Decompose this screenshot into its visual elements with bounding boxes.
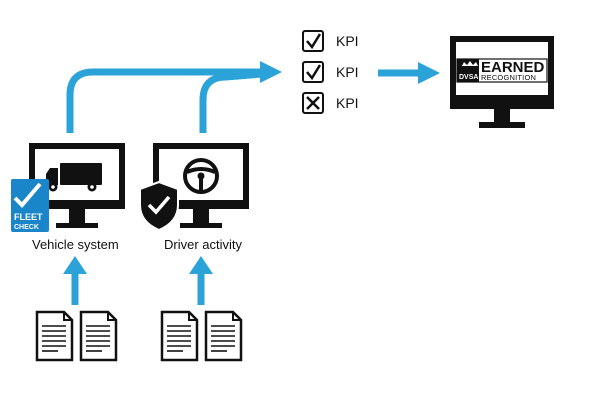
- shield-check-icon: [139, 180, 179, 232]
- earned-recognition-logo: DVSA EARNED RECOGNITION: [456, 58, 548, 83]
- kpi-label: KPI: [336, 95, 359, 111]
- fleet-check-badge: FLEET CHECK: [11, 179, 49, 232]
- document-icon: [204, 310, 243, 362]
- arrowhead-to-earned: [418, 62, 440, 84]
- kpi-label: KPI: [336, 33, 359, 49]
- driver-documents: [160, 310, 243, 362]
- document-icon: [35, 310, 74, 362]
- fleet-text: FLEET: [14, 212, 43, 222]
- flow-arrows: [66, 68, 420, 305]
- check-text: CHECK: [14, 224, 39, 231]
- document-icon: [160, 310, 199, 362]
- driver-activity-caption: Driver activity: [164, 237, 243, 252]
- steering-wheel-icon: [183, 158, 219, 194]
- recognition-text: RECOGNITION: [481, 73, 536, 82]
- dvsa-text: DVSA: [459, 74, 478, 81]
- earned-recognition-monitor: DVSA EARNED RECOGNITION: [450, 36, 554, 128]
- kpi-item-3: KPI: [302, 92, 359, 114]
- arrow-vehicle-to-kpi: [66, 68, 262, 133]
- earned-text: EARNED: [481, 59, 545, 76]
- document-icon: [79, 310, 118, 362]
- kpi-list: KPI KPI KPI: [302, 30, 359, 114]
- kpi-item-1: KPI: [302, 30, 359, 52]
- kpi-label: KPI: [336, 64, 359, 80]
- vehicle-system-caption: Vehicle system: [32, 237, 119, 252]
- kpi-item-2: KPI: [302, 61, 359, 83]
- arrow-heads: [63, 61, 440, 274]
- vehicle-documents: [35, 310, 118, 362]
- arrowhead-to-vehicle: [63, 256, 87, 274]
- arrowhead-to-driver: [189, 256, 213, 274]
- arrowhead-to-kpi: [260, 61, 282, 83]
- truck-icon: [46, 163, 102, 192]
- vehicle-system-monitor: [29, 143, 125, 228]
- arrow-driver-to-kpi: [199, 70, 263, 133]
